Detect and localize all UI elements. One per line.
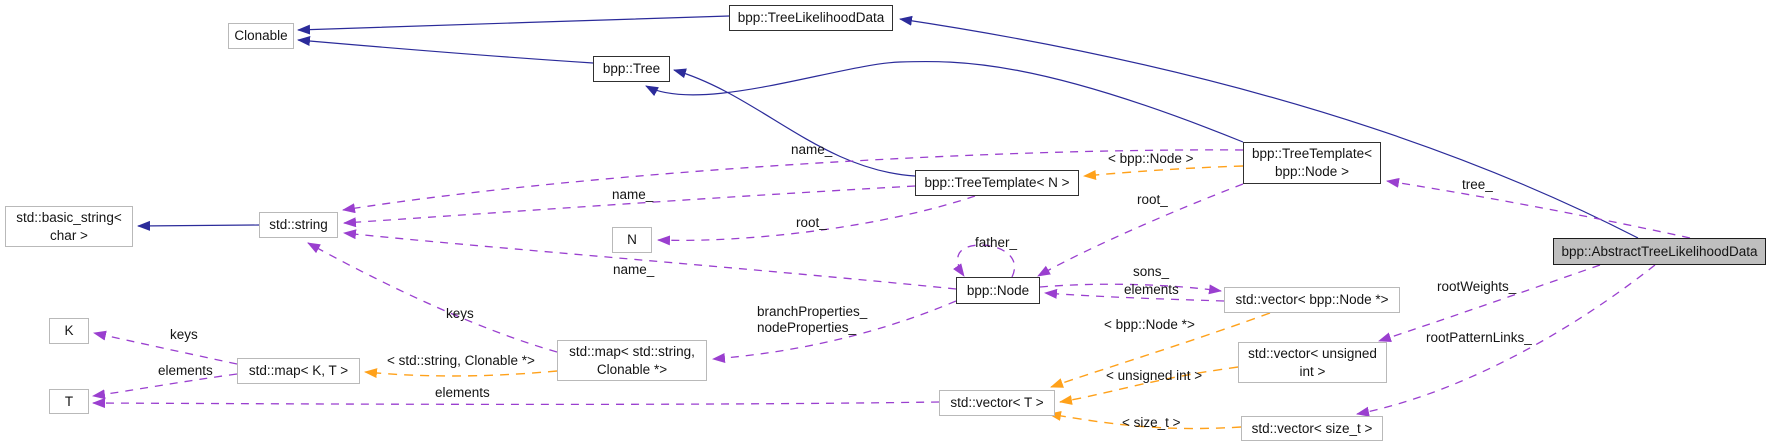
edge-label-tree_: tree_ — [1462, 177, 1493, 192]
edge-label-keys: keys — [446, 306, 474, 321]
edge-tree-template-node-to-node — [1037, 183, 1244, 277]
edge-label--size_t-: < size_t > — [1122, 415, 1181, 430]
graph-node-vector-node-ptr: std::vector< bpp::Node *> — [1224, 287, 1400, 313]
edge-map-k-t-to-k — [93, 330, 238, 365]
graph-node-t: T — [49, 389, 89, 414]
edge-label-father_: father_ — [975, 235, 1018, 250]
edge-label-name_: name_ — [612, 187, 654, 202]
edge-label-sons_: sons_ — [1133, 264, 1170, 279]
edge-label-rootpatternlinks_: rootPatternLinks_ — [1426, 330, 1532, 345]
edge-label-name_: name_ — [613, 262, 655, 277]
edge-tree-template-n-to-tree — [673, 68, 916, 177]
edge-label--bpp-node-: < bpp::Node > — [1108, 151, 1194, 166]
edge-label-root_: root_ — [796, 215, 827, 230]
graph-node-string: std::string — [259, 212, 338, 238]
graph-node-tree-likelihood-data[interactable]: bpp::TreeLikelihoodData — [729, 5, 893, 31]
edge-vector-t-to-t — [92, 398, 940, 409]
graph-node-vector-size-t: std::vector< size_t > — [1241, 416, 1383, 441]
edge-tree-template-node-to-tree-template-n — [1083, 165, 1244, 180]
edge-node-to-node — [953, 244, 1016, 278]
edge-abstract-tree-likelihood-data-to-tree-likelihood-data — [899, 15, 1639, 239]
edge-label-name_: name_ — [791, 142, 833, 157]
edge-tree-template-n-to-string — [343, 185, 916, 228]
edge-label-root_: root_ — [1137, 192, 1168, 207]
graph-node-vector-unsigned-int: std::vector< unsigned int > — [1238, 342, 1387, 383]
edge-node-to-map-string-clonable — [712, 300, 957, 364]
edge-label--unsigned-int-: < unsigned int > — [1106, 368, 1203, 383]
edge-tree-template-node-to-string — [342, 149, 1244, 214]
edge-map-string-clonable-to-map-k-t — [364, 368, 558, 379]
edge-node-to-vector-node-ptr — [1039, 283, 1222, 295]
edge-abstract-tree-likelihood-data-to-vector-unsigned-int — [1378, 264, 1601, 343]
edge-vector-node-ptr-to-vector-t — [1050, 312, 1271, 388]
edge-tree-to-clonable — [297, 36, 594, 64]
edge-vector-unsigned-int-to-vector-t — [1059, 366, 1239, 405]
edge-map-string-clonable-to-string — [307, 242, 558, 353]
graph-node-map-string-clonable: std::map< std::string, Clonable *> — [557, 340, 707, 381]
edge-label-keys: keys — [170, 327, 198, 342]
edge-map-k-t-to-t — [92, 373, 238, 400]
graph-node-n: N — [612, 227, 652, 253]
edge-abstract-tree-likelihood-data-to-vector-size-t — [1356, 264, 1656, 417]
edge-abstract-tree-likelihood-data-to-tree-template-node — [1386, 177, 1691, 239]
graph-node-k: K — [49, 318, 89, 344]
graph-node-node[interactable]: bpp::Node — [956, 277, 1040, 304]
edge-label--std-string-clonable-: < std::string, Clonable *> — [387, 353, 535, 368]
edge-label-rootweights_: rootWeights_ — [1437, 279, 1517, 294]
edge-label--bpp-node-: < bpp::Node *> — [1104, 317, 1195, 332]
graph-node-basic-string: std::basic_string< char > — [5, 206, 133, 247]
graph-node-clonable: Clonable — [228, 23, 294, 49]
graph-node-tree-template-n[interactable]: bpp::TreeTemplate< N > — [915, 170, 1079, 196]
edge-tree-template-node-to-tree — [645, 60, 1244, 143]
edge-label-elements: elements — [158, 363, 213, 378]
edge-node-to-string — [343, 229, 957, 290]
graph-node-tree[interactable]: bpp::Tree — [593, 56, 670, 82]
edge-vector-node-ptr-to-node — [1044, 288, 1225, 302]
edge-label-branchproperties_-nodeproperties_: branchProperties_ nodeProperties_ — [757, 304, 868, 336]
edge-tree-likelihood-data-to-clonable — [297, 15, 730, 35]
graph-node-vector-t: std::vector< T > — [939, 390, 1055, 416]
edge-string-to-basic-string — [137, 220, 260, 231]
graph-node-abstract-tree-likelihood-data: bpp::AbstractTreeLikelihoodData — [1553, 238, 1766, 265]
edge-label-elements: elements — [435, 385, 490, 400]
graph-node-tree-template-node[interactable]: bpp::TreeTemplate< bpp::Node > — [1243, 142, 1381, 184]
edge-tree-template-n-to-n — [657, 195, 976, 246]
edge-vector-size-t-to-vector-t — [1048, 411, 1242, 430]
graph-node-map-k-t: std::map< K, T > — [237, 358, 360, 384]
edge-label-elements: elements — [1124, 282, 1179, 297]
